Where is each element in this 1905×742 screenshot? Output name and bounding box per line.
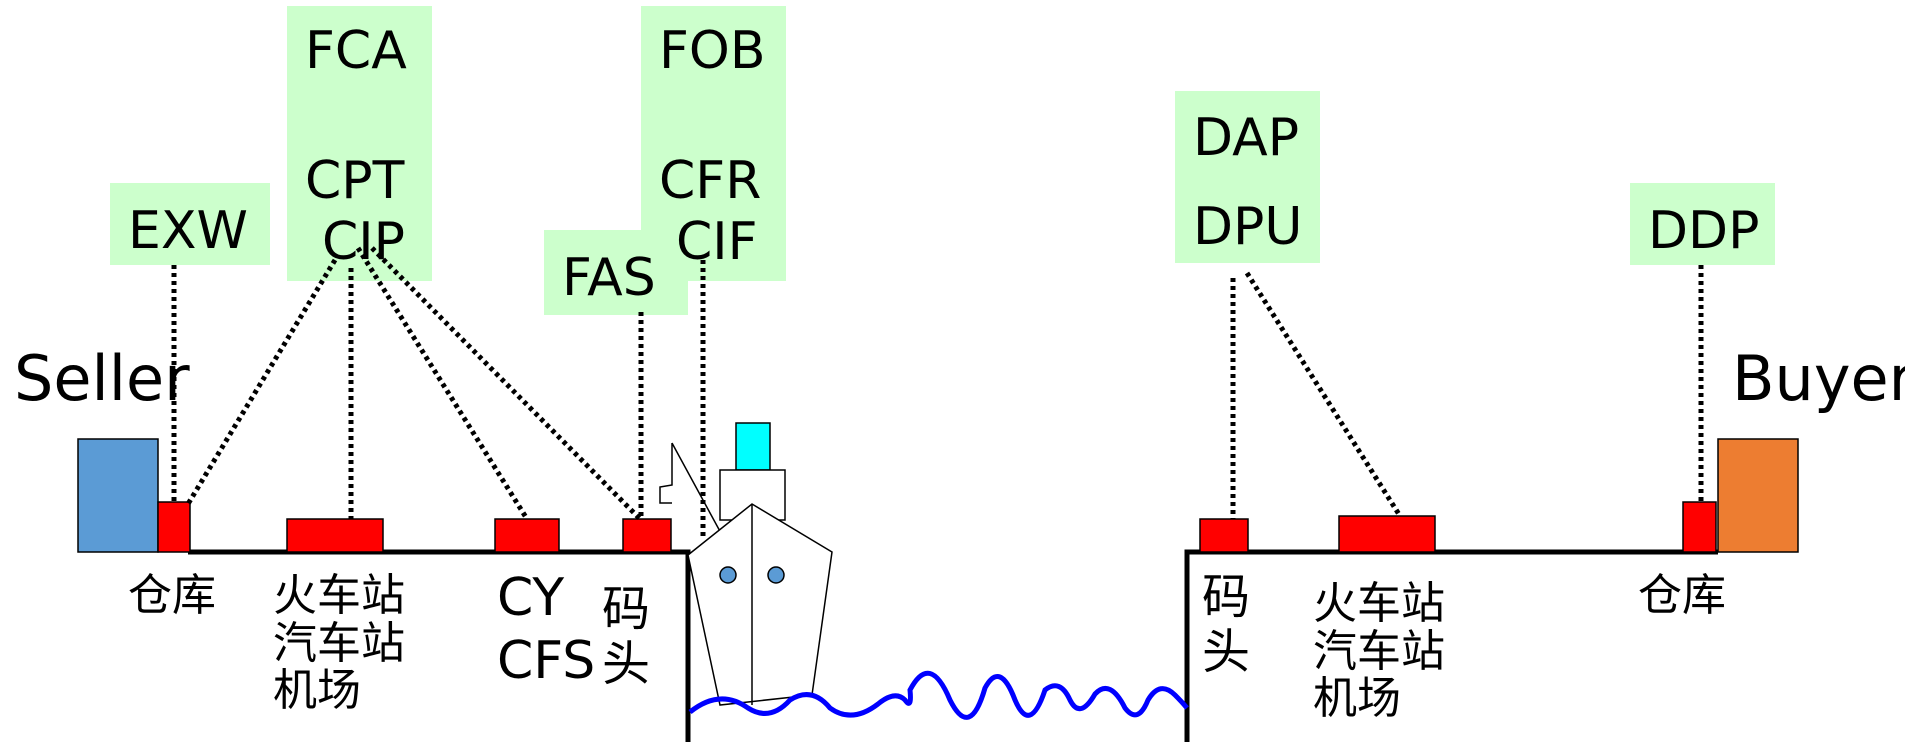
point-cy-cfs xyxy=(494,518,560,553)
label-cfs: CFS xyxy=(497,631,596,691)
point-buyer-station xyxy=(1338,515,1436,553)
term-box-fas xyxy=(544,230,688,315)
term-cif: CIF xyxy=(676,212,758,272)
connector-fca-warehouse xyxy=(185,258,338,506)
ship-hull xyxy=(687,503,833,706)
label-seller-warehouse: 仓库 xyxy=(128,570,216,621)
term-cpt: CPT xyxy=(305,151,405,211)
ship-porthole-right xyxy=(767,566,785,584)
point-seller-warehouse xyxy=(157,501,191,553)
term-box-ddp xyxy=(1630,183,1775,265)
term-ddp: DDP xyxy=(1648,201,1760,261)
ship-icon xyxy=(659,422,833,706)
term-exw: EXW xyxy=(128,201,248,261)
term-cip: CIP xyxy=(322,212,406,272)
term-dpu: DPU xyxy=(1193,197,1303,257)
term-fob: FOB xyxy=(659,21,766,81)
term-fca: FCA xyxy=(305,21,407,81)
term-fas: FAS xyxy=(562,248,656,308)
point-seller-wharf xyxy=(622,518,672,553)
connector-dpu-station xyxy=(1244,271,1403,518)
label-buyer-wharf: 码 头 xyxy=(1202,569,1251,681)
term-box-fca-cpt-cip xyxy=(287,6,432,281)
term-dap: DAP xyxy=(1193,108,1300,168)
label-buyer-stations: 火车站 汽车站 机场 xyxy=(1313,578,1445,725)
ship-crane xyxy=(659,442,723,536)
label-buyer-warehouse: 仓库 xyxy=(1638,570,1726,621)
connector-fca-cy xyxy=(355,246,530,521)
term-box-dap-dpu xyxy=(1175,91,1320,263)
term-box-exw xyxy=(110,183,270,265)
seller-label: Seller xyxy=(14,342,190,415)
point-buyer-wharf xyxy=(1199,518,1249,553)
label-seller-stations: 火车站 汽车站 机场 xyxy=(273,570,405,717)
buyer-land xyxy=(1184,549,1718,742)
term-cfr: CFR xyxy=(659,151,762,211)
label-cy: CY xyxy=(497,568,565,628)
ship-porthole-left xyxy=(719,566,737,584)
sea-wave xyxy=(688,670,1189,720)
ship-funnel xyxy=(735,422,771,471)
label-seller-wharf: 码 头 xyxy=(602,581,651,693)
buyer-label: Buyer xyxy=(1732,342,1905,415)
seller-house xyxy=(77,438,159,553)
point-seller-station xyxy=(286,518,384,553)
point-buyer-warehouse xyxy=(1682,501,1717,553)
buyer-house xyxy=(1717,438,1799,553)
